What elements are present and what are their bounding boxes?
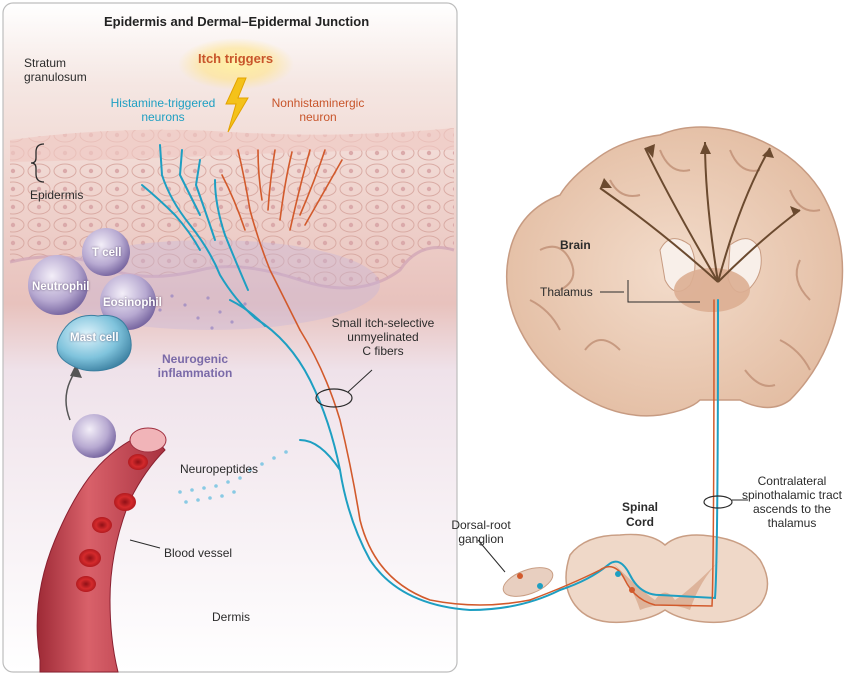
label-tract-3: ascends to the <box>752 502 832 516</box>
c-fiber-marker <box>315 388 353 408</box>
label-spinal-1: Spinal <box>621 500 658 514</box>
spinal-fibers <box>529 299 719 607</box>
arrowhead-icon <box>645 144 655 158</box>
label-cfibers-3: C fibers <box>362 344 404 358</box>
arrowhead-icon <box>790 206 800 216</box>
red-blood-cell <box>92 517 112 533</box>
label-blood-vessel: Blood vessel <box>164 546 233 560</box>
red-blood-cell <box>128 454 148 470</box>
label-itch-triggers: Itch triggers <box>198 51 274 66</box>
label-neuropeptides: Neuropeptides <box>180 462 259 476</box>
red-blood-cell <box>79 549 101 567</box>
label-dermis: Dermis <box>212 610 250 624</box>
immune-cells <box>28 228 156 372</box>
label-histamine-1: Histamine-triggered <box>110 96 216 110</box>
lightning-icon <box>225 77 249 133</box>
label-drg-1: Dorsal-root <box>451 518 511 532</box>
label-tract-2: spinothalamic tract <box>741 488 843 502</box>
arrowhead-icon <box>700 142 711 154</box>
label-mast-cell: Mast cell <box>70 332 119 344</box>
histamine-fibers <box>141 144 561 612</box>
label-epidermis: Epidermis <box>30 188 84 202</box>
nonhistamine-fibers <box>221 149 531 606</box>
label-thalamus: Thalamus <box>540 285 593 299</box>
arrowhead-icon <box>600 178 612 188</box>
label-cfibers-2: unmyelinated <box>347 330 419 344</box>
circulating-cell <box>72 414 116 458</box>
arrowhead-icon <box>762 148 774 158</box>
red-blood-cell <box>76 576 96 592</box>
synapse-orange <box>629 587 635 593</box>
brain <box>505 126 844 417</box>
itch-trigger <box>178 38 294 133</box>
label-eosinophil: Eosinophil <box>103 297 162 309</box>
ganglion-cell-teal <box>537 583 543 589</box>
label-stratum-1: Stratum <box>24 56 67 70</box>
neuropeptide-dots <box>178 450 288 504</box>
brain-projections <box>599 141 801 283</box>
label-stratum-2: granulosum <box>24 70 87 84</box>
label-nonhistamine-1: Nonhistaminergic <box>271 96 365 110</box>
label-histamine-2: neurons <box>141 110 185 124</box>
eosinophil-shape <box>100 274 156 330</box>
label-spinal-2: Cord <box>626 515 654 529</box>
label-neurogenic-1: Neurogenic <box>161 352 228 366</box>
synapse-teal <box>615 571 621 577</box>
diagram-title: Epidermis and Dermal–Epidermal Junction <box>104 14 370 29</box>
blood-vessel <box>36 427 167 673</box>
label-brain: Brain <box>560 238 591 252</box>
ganglion-cell-orange <box>517 573 523 579</box>
arrow-up-icon <box>70 364 82 378</box>
label-cfibers-1: Small itch-selective <box>331 316 435 330</box>
label-t-cell: T cell <box>92 247 122 259</box>
t-cell-shape <box>82 228 130 276</box>
label-nonhistamine-2: neuron <box>299 110 337 124</box>
mast-cell-shape <box>56 314 132 372</box>
tract-marker <box>703 495 733 509</box>
spinal-cord <box>502 533 769 624</box>
label-drg-2: ganglion <box>458 532 504 546</box>
red-blood-cell <box>114 493 136 511</box>
label-tract-4: thalamus <box>767 516 817 530</box>
neutrophil-shape <box>28 255 88 315</box>
label-neutrophil: Neutrophil <box>32 281 90 293</box>
label-tract-1: Contralateral <box>757 474 827 488</box>
label-neurogenic-2: inflammation <box>157 366 233 380</box>
